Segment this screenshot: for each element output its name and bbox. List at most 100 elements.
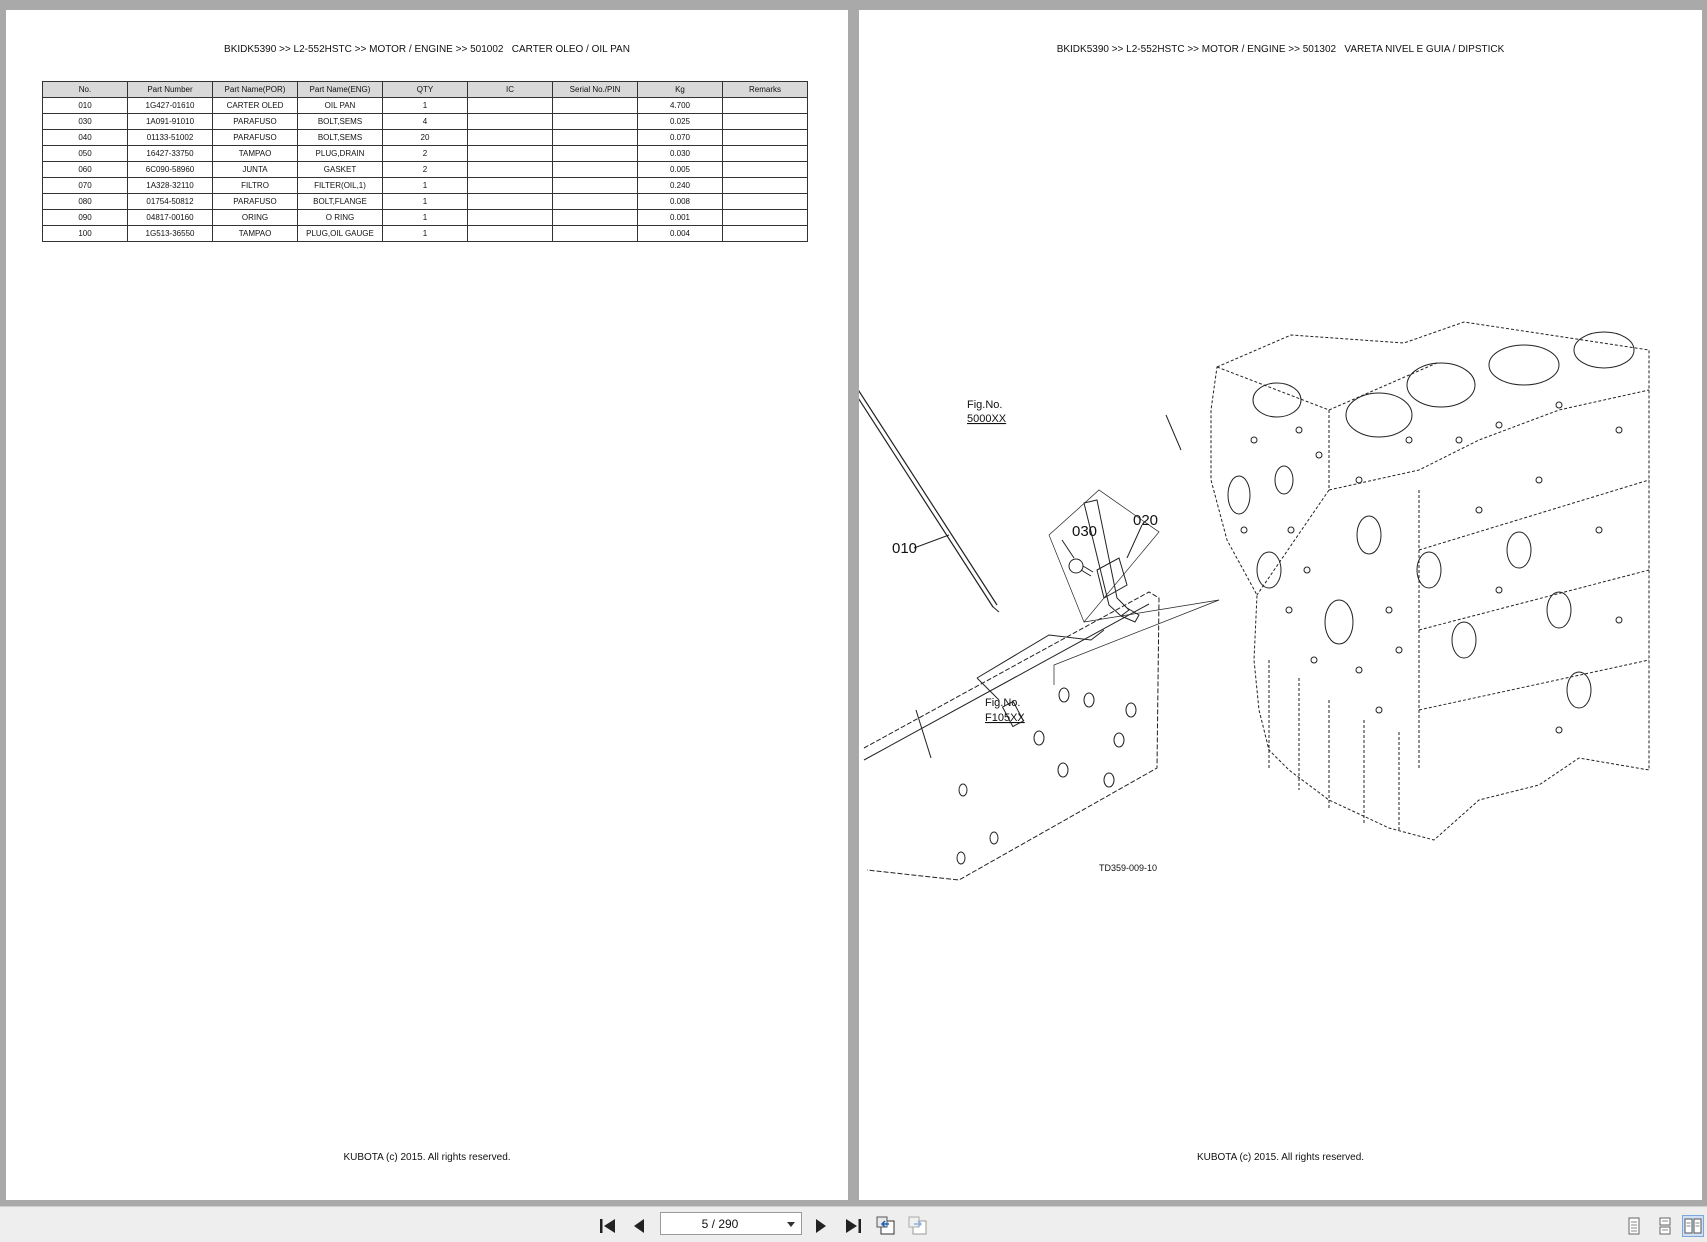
table-cell: 0.008 <box>637 193 723 210</box>
fig-ref-2-label: Fig.No. <box>985 697 1020 709</box>
table-cell: 4.700 <box>637 97 723 114</box>
page-header: BKIDK5390 >> L2-552HSTC >> MOTOR / ENGIN… <box>224 44 630 55</box>
table-cell <box>552 225 638 242</box>
continuous-view-icon[interactable] <box>1654 1215 1676 1237</box>
table-cell: 01754-50812 <box>127 193 213 210</box>
last-page-icon[interactable] <box>842 1215 864 1237</box>
next-page-icon[interactable] <box>810 1215 832 1237</box>
viewer-toolbar: 5 / 290 <box>0 1206 1707 1242</box>
table-cell <box>552 193 638 210</box>
column-header: Part Name(ENG) <box>297 81 383 98</box>
table-cell: 1A328-32110 <box>127 177 213 194</box>
table-cell: 050 <box>42 145 128 162</box>
table-cell: 0.030 <box>637 145 723 162</box>
dipstick-guide-020 <box>1083 499 1140 623</box>
callout-020: 020 <box>1133 512 1158 529</box>
bolt-030 <box>1068 558 1094 577</box>
go-back-icon[interactable] <box>875 1215 897 1237</box>
table-cell <box>467 129 553 146</box>
table-cell <box>722 129 808 146</box>
engine-block <box>1210 321 1650 841</box>
table-cell: 1 <box>382 97 468 114</box>
column-header: Serial No./PIN <box>552 81 638 98</box>
drawing-id: TD359-009-10 <box>1099 863 1157 873</box>
table-cell: 1G427-01610 <box>127 97 213 114</box>
first-page-icon[interactable] <box>597 1215 619 1237</box>
leader-lines <box>913 414 1220 759</box>
table-cell: 1 <box>382 209 468 226</box>
table-cell: 0.070 <box>637 129 723 146</box>
table-cell <box>467 161 553 178</box>
page-indicator: 5 / 290 <box>701 1217 739 1231</box>
table-cell: BOLT,SEMS <box>297 129 383 146</box>
table-cell: 030 <box>42 113 128 130</box>
single-page-view-icon[interactable] <box>1623 1215 1645 1237</box>
page-header: BKIDK5390 >> L2-552HSTC >> MOTOR / ENGIN… <box>1056 44 1505 55</box>
column-header: Kg <box>637 81 723 98</box>
table-cell: TAMPAO <box>212 225 298 242</box>
table-cell: 16427-33750 <box>127 145 213 162</box>
page-footer: KUBOTA (c) 2015. All rights reserved. <box>343 1152 511 1163</box>
table-cell: 0.001 <box>637 209 723 226</box>
table-cell: 0.240 <box>637 177 723 194</box>
table-cell: 1 <box>382 193 468 210</box>
table-cell <box>467 113 553 130</box>
table-cell: PARAFUSO <box>212 193 298 210</box>
table-cell: PLUG,DRAIN <box>297 145 383 162</box>
table-cell: BOLT,FLANGE <box>297 193 383 210</box>
table-cell: 1A091-91010 <box>127 113 213 130</box>
table-cell: 6C090-58960 <box>127 161 213 178</box>
page-number-input[interactable]: 5 / 290 <box>660 1212 802 1235</box>
table-cell: 090 <box>42 209 128 226</box>
table-cell: 2 <box>382 145 468 162</box>
previous-page-icon[interactable] <box>628 1215 650 1237</box>
table-cell <box>467 177 553 194</box>
table-cell <box>722 193 808 210</box>
table-cell <box>722 97 808 114</box>
table-cell: 04817-00160 <box>127 209 213 226</box>
table-cell: OIL PAN <box>297 97 383 114</box>
table-cell: O RING <box>297 209 383 226</box>
column-header: Part Name(POR) <box>212 81 298 98</box>
table-cell: 20 <box>382 129 468 146</box>
table-cell: 1G513-36550 <box>127 225 213 242</box>
table-cell: 1 <box>382 225 468 242</box>
table-cell: BOLT,SEMS <box>297 113 383 130</box>
go-forward-icon[interactable] <box>907 1215 929 1237</box>
table-cell <box>467 193 553 210</box>
column-header: Remarks <box>722 81 808 98</box>
table-cell: 1 <box>382 177 468 194</box>
table-cell <box>552 209 638 226</box>
two-page-view-icon[interactable] <box>1682 1215 1704 1237</box>
table-cell: 0.005 <box>637 161 723 178</box>
column-header: No. <box>42 81 128 98</box>
left-page: BKIDK5390 >> L2-552HSTC >> MOTOR / ENGIN… <box>6 10 848 1200</box>
table-cell <box>722 161 808 178</box>
table-cell: 080 <box>42 193 128 210</box>
table-cell: JUNTA <box>212 161 298 178</box>
table-cell <box>467 145 553 162</box>
fig-ref-1-label: Fig.No. <box>967 399 1002 411</box>
chevron-down-icon[interactable] <box>787 1222 795 1227</box>
table-cell <box>552 97 638 114</box>
table-cell: PARAFUSO <box>212 113 298 130</box>
table-cell <box>552 113 638 130</box>
table-cell: 4 <box>382 113 468 130</box>
table-cell: 060 <box>42 161 128 178</box>
table-cell: 010 <box>42 97 128 114</box>
table-cell: 070 <box>42 177 128 194</box>
table-cell: TAMPAO <box>212 145 298 162</box>
table-cell <box>552 177 638 194</box>
table-cell: PLUG,OIL GAUGE <box>297 225 383 242</box>
table-cell <box>552 161 638 178</box>
